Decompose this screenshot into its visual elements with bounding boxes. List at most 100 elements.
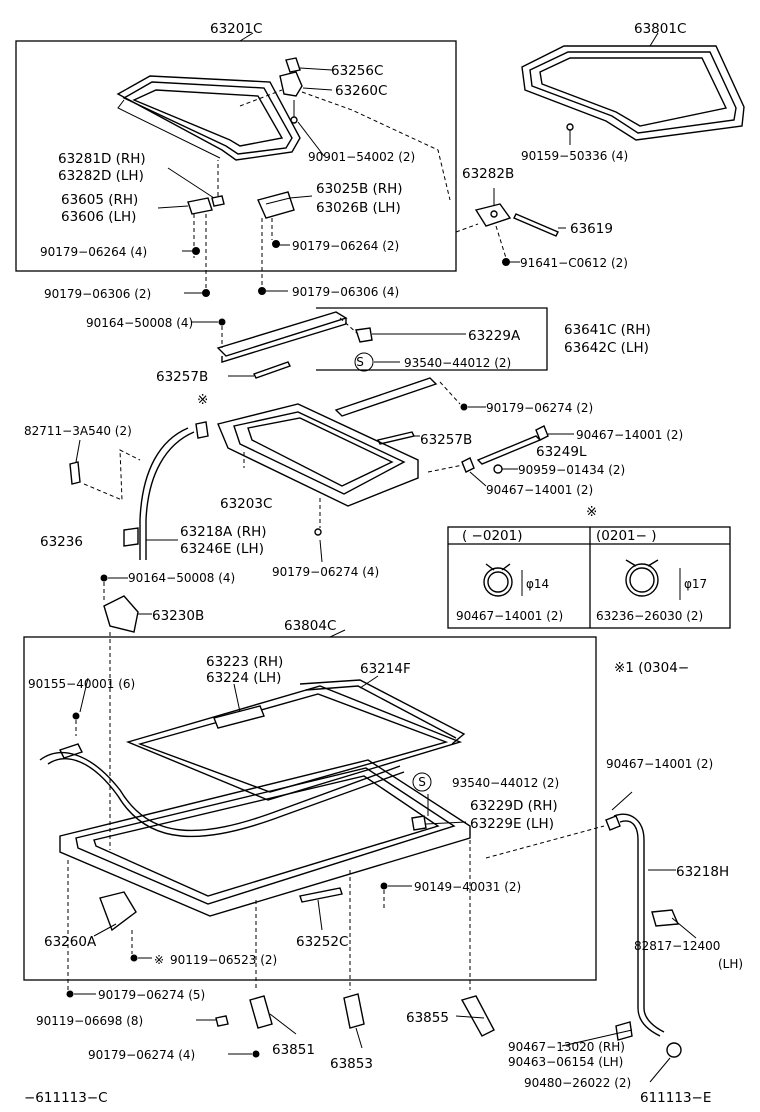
clip-col1-size: φ14 <box>526 577 549 591</box>
bracket-63260C <box>239 57 451 201</box>
label-82817-lh: (LH) <box>718 957 743 971</box>
label-611113-c: −611113−C <box>24 1090 108 1106</box>
label-611113-e: 611113−E <box>640 1090 711 1106</box>
clip-col1-part: 90467−14001 (2) <box>456 609 563 623</box>
label-90467-13020: 90467−13020 (RH) <box>508 1040 625 1054</box>
label-90179-06306-4: 90179−06306 (4) <box>292 285 399 299</box>
star-mark-b: ※ <box>586 504 597 520</box>
bracket-63605 <box>157 197 213 297</box>
bracket-63282B <box>455 188 512 266</box>
rail-upper-right <box>334 377 468 417</box>
weatherstrip-63801C <box>521 45 745 145</box>
label-63605: 63605 (RH) <box>61 192 138 208</box>
label-93540-44012-a: 93540−44012 (2) <box>404 356 511 370</box>
label-90467-14001-c: 90467−14001 (2) <box>606 757 713 771</box>
label-90959-01434: 90959−01434 (2) <box>518 463 625 477</box>
label-90480-26022: 90480−26022 (2) <box>524 1076 631 1090</box>
label-63249L: 63249L <box>536 444 587 460</box>
bracket-63230B <box>100 574 152 850</box>
label-63252C: 63252C <box>296 934 348 950</box>
clip-col2-size: φ17 <box>684 577 707 591</box>
leader-lines <box>74 244 574 995</box>
label-90179-06264-2: 90179−06264 (2) <box>292 239 399 253</box>
label-93540-44012-b: 93540−44012 (2) <box>452 776 559 790</box>
label-63804C: 63804C <box>284 618 336 634</box>
label-90179-06306-2: 90179−06306 (2) <box>44 287 151 301</box>
frame-63203C <box>217 403 469 536</box>
label-90164-50008-b: 90164−50008 (4) <box>128 571 235 585</box>
clip-col2-header: (0201− ) <box>596 528 657 544</box>
strip-63257B-b <box>376 431 420 445</box>
hose-63218A <box>123 421 209 560</box>
s-mark-a: S <box>356 355 364 369</box>
label-63281D: 63281D (RH) <box>58 151 146 167</box>
label-63851: 63851 <box>272 1042 315 1058</box>
label-90179-06274-4b: 90179−06274 (4) <box>88 1048 195 1062</box>
label-63282D: 63282D (LH) <box>58 168 144 184</box>
label-63229D: 63229D (RH) <box>470 798 558 814</box>
label-63230B: 63230B <box>152 608 204 624</box>
clip-82711 <box>69 439 141 501</box>
label-63026B: 63026B (LH) <box>316 200 401 216</box>
label-90155-40001: 90155−40001 (6) <box>28 677 135 691</box>
label-90467-14001-b: 90467−14001 (2) <box>486 483 593 497</box>
label-63853: 63853 <box>330 1056 373 1072</box>
label-90159-50336: 90159−50336 (4) <box>521 149 628 163</box>
bracket-63851 <box>228 995 297 1058</box>
label-63256C: 63256C <box>331 63 383 79</box>
glass-assembly-box <box>15 40 457 272</box>
clip-col1-header: ( −0201) <box>462 528 523 544</box>
label-63229A: 63229A <box>468 328 521 344</box>
label-63606: 63606 (LH) <box>61 209 136 225</box>
label-90179-06274-5: 90179−06274 (5) <box>98 988 205 1002</box>
label-63260C: 63260C <box>335 83 387 99</box>
label-90179-06274-4a: 90179−06274 (4) <box>272 565 379 579</box>
glass-panel-63201C <box>116 75 301 161</box>
label-63642C: 63642C (LH) <box>564 340 649 356</box>
hose-63249L <box>461 425 549 487</box>
label-82817-12400: 82817−12400 <box>634 939 720 953</box>
label-63282B: 63282B <box>462 166 514 182</box>
label-63257B-a: 63257B <box>156 369 208 385</box>
label-82711-3A540: 82711−3A540 (2) <box>24 424 132 438</box>
label-63214F: 63214F <box>360 661 411 677</box>
label-63203C: 63203C <box>220 496 272 512</box>
rail-63641C <box>216 311 466 372</box>
housing-assembly-box <box>23 636 597 981</box>
label-63801C: 63801C <box>634 21 686 37</box>
label-63619: 63619 <box>570 221 613 237</box>
label-90119-06523: 90119−06523 (2) <box>170 953 277 967</box>
label-63641C: 63641C (RH) <box>564 322 651 338</box>
label-63218A: 63218A (RH) <box>180 524 267 540</box>
hose-63218H <box>561 791 697 1083</box>
label-90463-06154: 90463−06154 (LH) <box>508 1055 623 1069</box>
rail-bracket-box <box>316 307 548 371</box>
clip-table-text: ( −0201) (0201− ) φ14 φ17 90467−14001 (2… <box>456 528 707 623</box>
strip-63257B-a <box>228 361 291 379</box>
s-mark-b: S <box>418 775 426 789</box>
clip-col2-part: 63236−26030 (2) <box>596 609 703 623</box>
label-90179-06274-2: 90179−06274 (2) <box>486 401 593 415</box>
seal-63281D <box>167 160 225 207</box>
part-labels: 63201C 63801C 63256C 63260C 90901−54002 … <box>24 21 743 1106</box>
label-63246E: 63246E (LH) <box>180 541 264 557</box>
rod-63619 <box>513 213 566 237</box>
star-mark-c: ※ <box>154 953 164 967</box>
note-0304: ※1 (0304− <box>614 660 689 676</box>
label-90164-50008-a: 90164−50008 (4) <box>86 316 193 330</box>
label-63260A: 63260A <box>44 934 97 950</box>
label-91641-C0612: 91641−C0612 (2) <box>520 256 628 270</box>
bracket-63025B <box>257 191 313 295</box>
label-90119-06698: 90119−06698 (8) <box>36 1014 143 1028</box>
label-63218H: 63218H <box>676 864 729 880</box>
housing-63804C <box>39 675 471 990</box>
label-63223: 63223 (RH) <box>206 654 283 670</box>
bracket-63853 <box>343 993 365 1049</box>
label-63201C: 63201C <box>210 21 262 37</box>
label-90149-40031: 90149−40031 (2) <box>414 880 521 894</box>
label-63025B: 63025B (RH) <box>316 181 403 197</box>
label-90901-54002: 90901−54002 (2) <box>308 150 415 164</box>
label-90179-06264-4: 90179−06264 (4) <box>40 245 147 259</box>
label-63855: 63855 <box>406 1010 449 1026</box>
